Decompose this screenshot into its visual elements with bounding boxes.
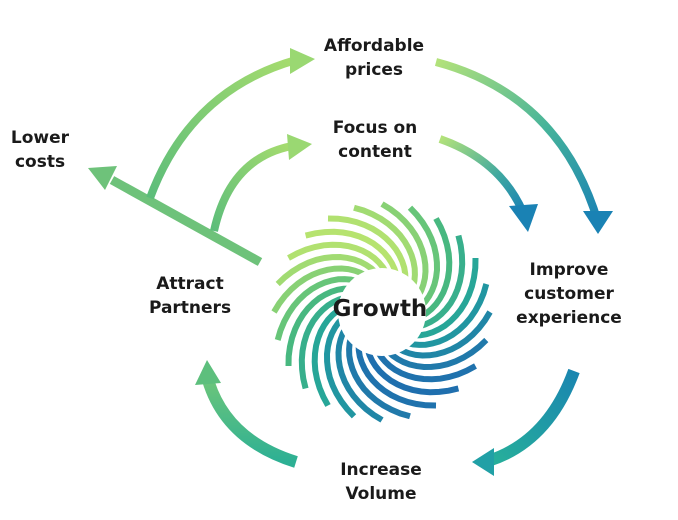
- arrow-partners-to-affordable: [146, 48, 315, 200]
- growth-spiral-graphic: [271, 201, 493, 423]
- node-lower-costs: Lower costs: [4, 126, 76, 174]
- spiral-stroke: [355, 344, 437, 409]
- node-improve-line-2: customer: [524, 284, 614, 304]
- arrow-partners-to-focus: [210, 134, 312, 232]
- spiral-stroke: [335, 326, 384, 423]
- node-lower-costs-line-1: Lower: [10, 128, 70, 148]
- spiral-stroke: [327, 215, 409, 280]
- node-lower-costs-line-2: costs: [14, 152, 66, 172]
- node-improve-line-3: experience: [516, 308, 622, 328]
- arrow-partners-to-lower-costs: [88, 166, 263, 266]
- spiral-stroke: [420, 217, 453, 319]
- node-increase-volume: Increase Volume: [326, 458, 436, 506]
- spiral-stroke: [418, 234, 466, 330]
- center-label-growth: Growth: [332, 296, 428, 322]
- node-focus-on-content: Focus on content: [320, 116, 430, 164]
- spiral-stroke: [396, 310, 493, 359]
- spiral-stroke: [364, 348, 460, 396]
- spiral-center-disc: [338, 268, 426, 356]
- node-attract-partners-line-2: Partners: [148, 298, 232, 318]
- spiral-stroke: [274, 276, 358, 341]
- node-focus-on-content-line-1: Focus on: [332, 118, 418, 138]
- node-improve-line-1: Improve: [529, 260, 609, 280]
- arrow-volume-to-partners: [195, 360, 298, 468]
- node-attract-partners: Attract Partners: [140, 272, 240, 320]
- spiral-stroke: [406, 283, 490, 348]
- arrow-improve-to-volume: [472, 368, 580, 476]
- node-affordable-prices-line-1: Affordable: [323, 36, 425, 56]
- spiral-stroke: [386, 337, 489, 371]
- spiral-stroke: [287, 241, 389, 274]
- node-increase-volume-line-2: Volume: [345, 484, 417, 504]
- spiral-stroke: [353, 204, 418, 288]
- spiral-stroke: [285, 285, 350, 367]
- spiral-stroke: [414, 257, 479, 339]
- spiral-stroke: [311, 305, 344, 407]
- node-affordable-prices-line-2: prices: [344, 60, 404, 80]
- spiral-stroke: [380, 201, 429, 298]
- node-attract-partners-line-1: Attract: [156, 274, 224, 294]
- spiral-stroke: [304, 228, 400, 276]
- node-increase-volume-line-1: Increase: [340, 460, 422, 480]
- spiral-stroke: [407, 205, 441, 308]
- spiral-stroke: [346, 336, 411, 420]
- node-improve-customer-experience: Improve customer experience: [506, 258, 632, 330]
- spiral-stroke: [275, 253, 378, 287]
- spiral-stroke: [271, 265, 368, 314]
- spiral-stroke: [375, 350, 477, 383]
- node-focus-on-content-line-2: content: [338, 142, 412, 162]
- node-affordable-prices: Affordable prices: [314, 34, 434, 82]
- spiral-stroke: [298, 294, 346, 390]
- spiral-stroke: [323, 316, 357, 419]
- arrow-focus-to-improve: [438, 135, 538, 232]
- arrow-affordable-to-improve: [434, 58, 613, 234]
